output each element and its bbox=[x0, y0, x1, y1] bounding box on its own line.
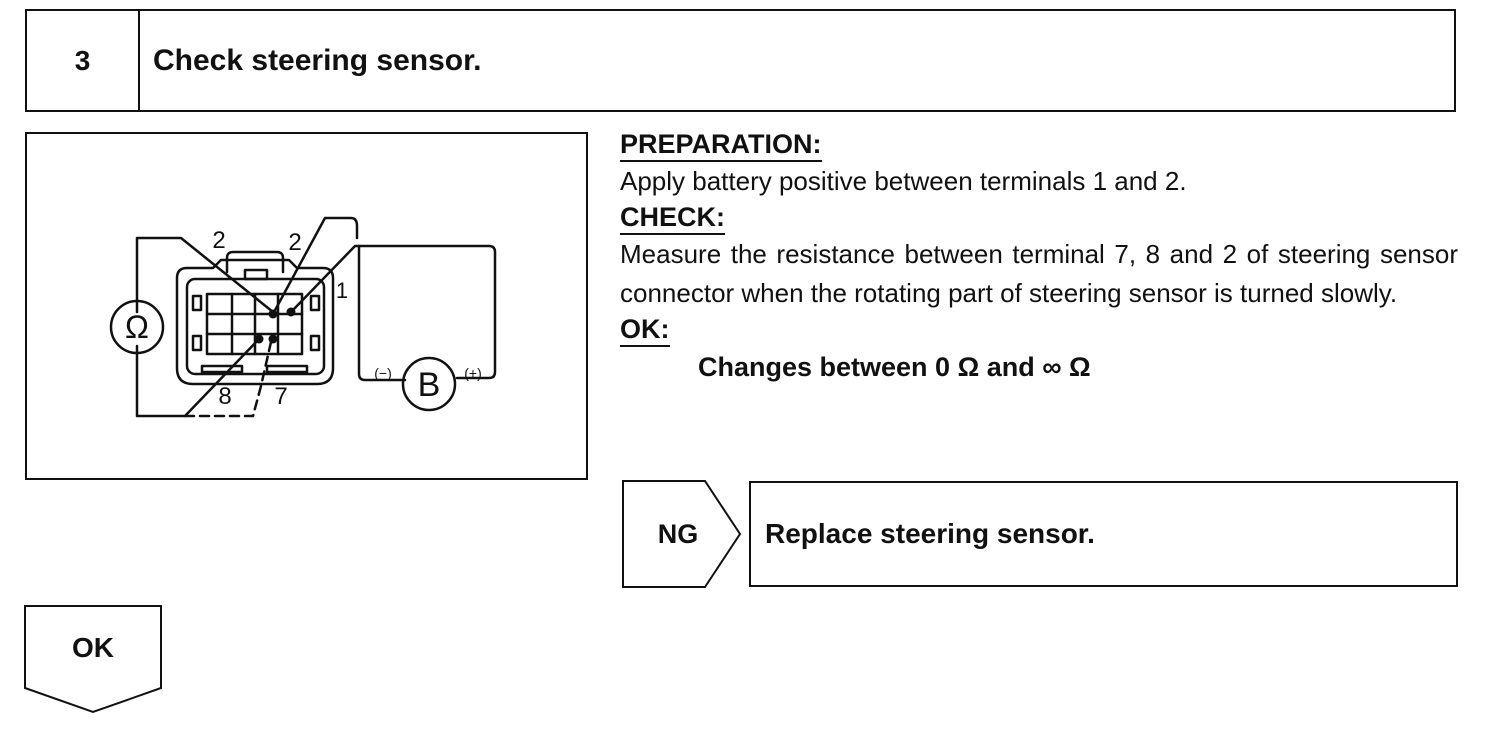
terminal-2-left-label: 2 bbox=[212, 227, 225, 254]
battery-symbol bbox=[401, 356, 457, 412]
battery-neg-wire bbox=[357, 244, 407, 382]
connector-wiring-figure: Ω B (−) (+) 2 2 1 8 7 bbox=[25, 132, 588, 480]
terminal-1-wire bbox=[291, 244, 497, 380]
check-heading: CHECK: bbox=[620, 201, 725, 235]
preparation-heading: PREPARATION: bbox=[620, 128, 822, 162]
terminal-7-wire bbox=[183, 340, 273, 418]
ok-arrow-shape bbox=[24, 605, 162, 714]
latch-tab bbox=[243, 268, 269, 281]
ng-label: NG bbox=[657, 518, 699, 549]
ng-action-text: Replace steering sensor. bbox=[765, 518, 1095, 549]
ng-action-box: Replace steering sensor. bbox=[749, 481, 1458, 587]
preparation-text: Apply battery positive between terminals… bbox=[620, 166, 1187, 196]
ok-heading: OK: bbox=[620, 313, 670, 347]
ohmmeter-symbol bbox=[109, 299, 165, 355]
step-header: 3 Check steering sensor. bbox=[25, 9, 1456, 112]
step-title: Check steering sensor. bbox=[153, 43, 482, 77]
terminal-1-label: 1 bbox=[336, 278, 348, 303]
terminal-7-label: 7 bbox=[274, 383, 287, 410]
ohm-glyph: Ω bbox=[125, 309, 149, 345]
step-number: 3 bbox=[27, 11, 140, 110]
instruction-text: PREPARATION: Apply battery positive betw… bbox=[620, 128, 1460, 387]
terminal-8-label: 8 bbox=[218, 383, 231, 410]
ohmmeter-wire bbox=[135, 236, 275, 314]
connector-housing bbox=[175, 258, 335, 386]
ok-branch-label: OK bbox=[72, 632, 114, 663]
connector-latch bbox=[225, 250, 285, 274]
terminal-2-right-label: 2 bbox=[288, 229, 301, 256]
terminal-2-wire bbox=[271, 216, 359, 316]
check-text: Measure the resistance between terminal … bbox=[620, 239, 1458, 308]
connector-diagram: Ω B (−) (+) 2 2 1 8 7 bbox=[109, 216, 497, 418]
diagram-labels: Ω B (−) (+) 2 2 1 8 7 bbox=[125, 227, 482, 410]
battery-positive-label: (+) bbox=[464, 365, 482, 381]
terminal-dots bbox=[254, 307, 296, 344]
ng-arrow-shape bbox=[622, 480, 742, 588]
battery-glyph: B bbox=[418, 366, 441, 404]
ok-value: Changes between 0 Ω and ∞ Ω bbox=[698, 352, 1091, 382]
battery-negative-label: (−) bbox=[374, 365, 392, 381]
